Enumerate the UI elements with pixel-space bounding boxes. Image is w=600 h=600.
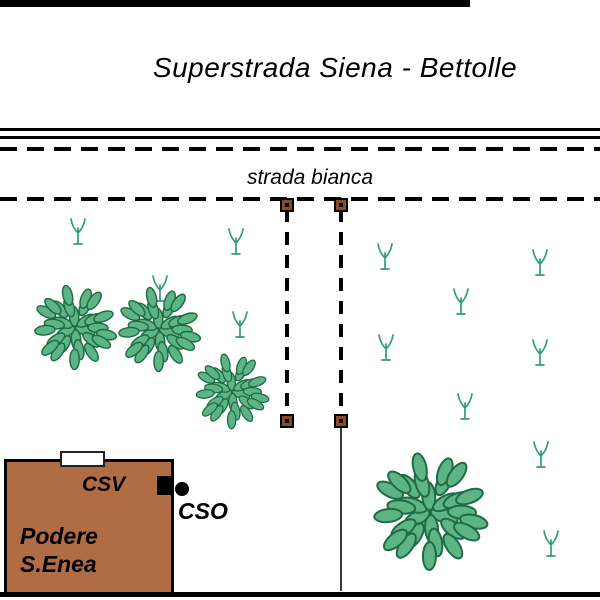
grass-tuft xyxy=(377,243,393,270)
superstrada-edge-line-2 xyxy=(0,136,600,139)
strada-bianca-edge-south xyxy=(0,197,600,201)
track-marker xyxy=(334,414,348,428)
bush xyxy=(195,353,270,430)
cso-label: CSO xyxy=(178,498,228,524)
bush xyxy=(373,452,489,571)
building-annex-box xyxy=(60,451,105,467)
field-boundary-line xyxy=(340,427,342,591)
track-marker xyxy=(280,414,294,428)
bush xyxy=(118,286,202,373)
marker-center-dot xyxy=(285,419,289,423)
grass-tuft xyxy=(532,249,548,276)
marker-center-dot xyxy=(285,203,289,207)
marker-center-dot xyxy=(339,203,343,207)
grass-tuft xyxy=(543,530,559,557)
marker-center-dot xyxy=(339,419,343,423)
track-marker xyxy=(334,198,348,212)
strada-bianca-label: strada bianca xyxy=(246,166,374,189)
track-marker xyxy=(280,198,294,212)
superstrada-edge-line-1 xyxy=(0,128,600,131)
strada-bianca-edge-north xyxy=(0,147,600,151)
building-name-line1: Podere xyxy=(20,523,98,549)
grass-tuft xyxy=(70,218,86,245)
track-dashed-east xyxy=(339,209,343,419)
building-name-line2: S.Enea xyxy=(20,551,97,577)
building-name: Podere S.Enea xyxy=(20,522,98,578)
grass-tuft xyxy=(152,275,168,302)
map-bottom-border xyxy=(0,592,600,597)
grass-tuft xyxy=(453,288,469,315)
grass-tuft xyxy=(532,339,548,366)
csv-label: CSV xyxy=(82,473,126,496)
superstrada-label: Superstrada Siena - Bettolle xyxy=(152,52,518,83)
track-dashed-west xyxy=(285,209,289,419)
superstrada-top-edge xyxy=(0,0,470,7)
cso-marker-dot xyxy=(175,482,189,496)
grass-tuft xyxy=(378,334,394,361)
csv-marker-square xyxy=(157,476,172,495)
grass-tuft xyxy=(228,228,244,255)
bush xyxy=(34,284,118,371)
grass-tuft xyxy=(232,311,248,338)
grass-tuft xyxy=(533,441,549,468)
grass-tuft xyxy=(457,393,473,420)
